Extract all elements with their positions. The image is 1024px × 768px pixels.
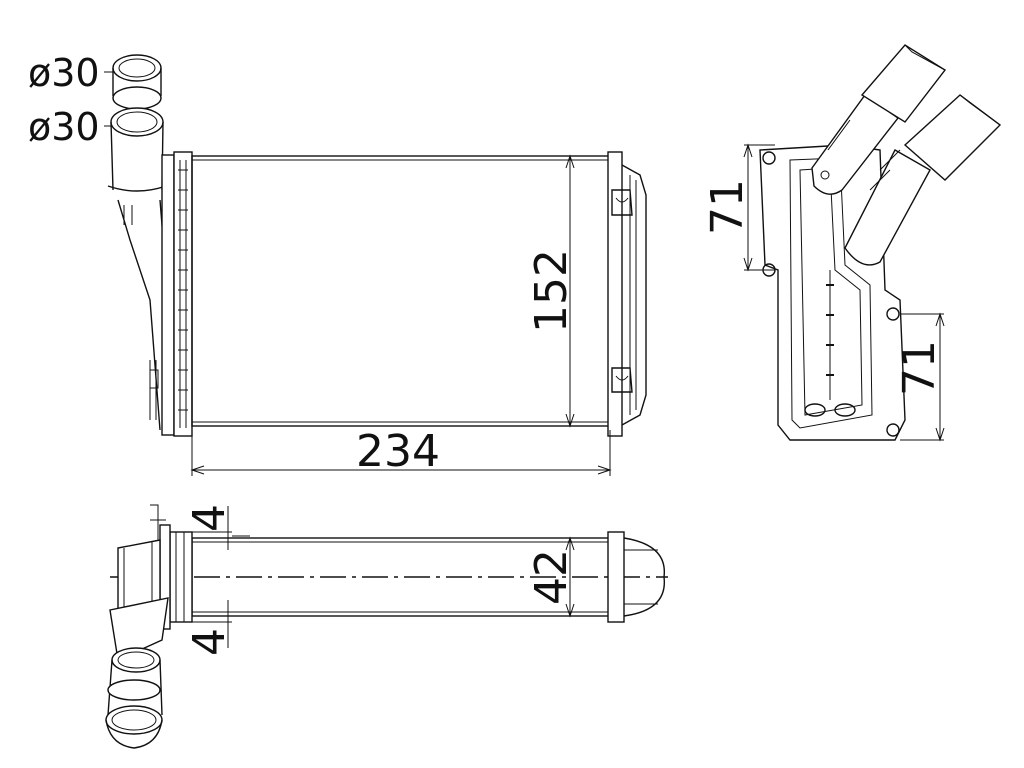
flange-top-dimension — [186, 506, 250, 550]
flange-bottom-dimension-label: 4 — [184, 628, 235, 656]
inlet-pipes — [107, 54, 171, 431]
pipe-diameter-lower-label: ø30 — [28, 105, 100, 149]
side-lower-dimension-label: 71 — [894, 340, 945, 396]
right-header-tank — [607, 151, 647, 437]
side-view: 71 71 — [702, 44, 1002, 442]
side-upper-dimension — [743, 143, 775, 272]
flange-top-dimension-label: 4 — [184, 504, 235, 532]
top-view: 4 4 42 — [105, 504, 668, 749]
pipe-diameter-upper-label: ø30 — [28, 51, 100, 95]
top-view-pipes — [105, 504, 169, 749]
width-dimension — [190, 430, 612, 476]
width-dimension-label: 234 — [356, 426, 440, 477]
side-pipes — [811, 44, 1002, 266]
front-view: 152 234 ø30 ø30 — [28, 51, 647, 477]
depth-dimension — [565, 536, 575, 618]
side-upper-dimension-label: 71 — [702, 179, 753, 235]
flange-bottom-dimension — [186, 600, 232, 648]
height-dimension — [565, 154, 575, 428]
left-header-tank — [161, 151, 193, 437]
side-lower-dimension — [900, 312, 945, 442]
depth-dimension-label: 42 — [526, 549, 577, 605]
height-dimension-label: 152 — [526, 249, 577, 333]
